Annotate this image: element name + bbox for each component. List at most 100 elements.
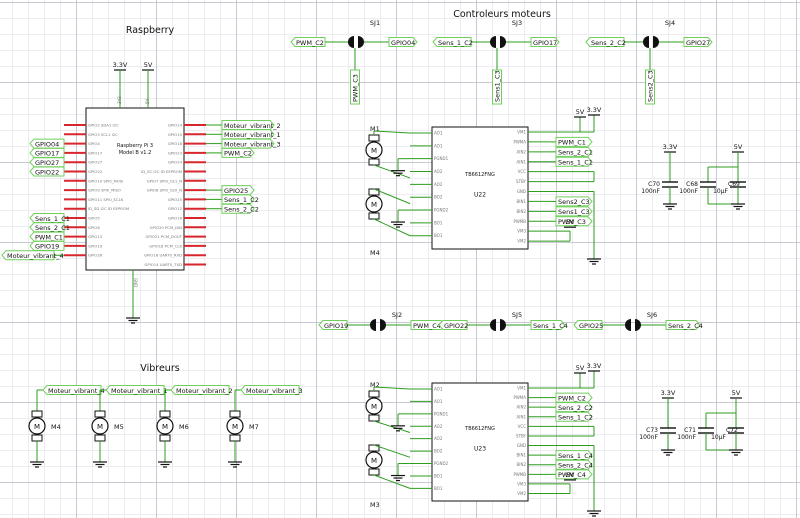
motor-letter: M bbox=[232, 423, 238, 431]
net-label-text: Sens_2_C1 bbox=[35, 224, 70, 232]
motor-symbol: M bbox=[365, 188, 383, 220]
rpi-pin-label: GPIO22 bbox=[88, 169, 103, 174]
motor-ref: M2 bbox=[370, 381, 380, 389]
capacitor bbox=[700, 181, 716, 188]
net-label: GPIO25 bbox=[221, 185, 255, 196]
driver-pin-label: GND bbox=[517, 189, 526, 194]
driver-pin-label: VM2 bbox=[517, 239, 526, 244]
net-label-text: Sens_1_C2 bbox=[438, 39, 473, 47]
net-label: Sens_1_C2 bbox=[432, 37, 473, 47]
net-label-text: Moteur_vibrant_2 bbox=[176, 387, 233, 395]
ground-symbol bbox=[587, 258, 601, 265]
net-label-box bbox=[105, 385, 165, 395]
driver-pin-label: PGND2 bbox=[434, 461, 449, 466]
ground-symbol bbox=[391, 425, 405, 432]
driver-pin-label: AO2 bbox=[434, 424, 443, 429]
motor-letter: M bbox=[371, 147, 377, 155]
net-label: PWM_C4 bbox=[555, 469, 593, 480]
net-label-text: PWM_C2 bbox=[558, 394, 586, 402]
net-label: PWM_C2 bbox=[290, 37, 326, 47]
jumper-ref: SJ1 bbox=[370, 19, 380, 27]
motor-wire bbox=[373, 444, 411, 458]
rpi-pin-label: GPIO15 bbox=[168, 132, 183, 137]
cap-ref: C69 bbox=[728, 181, 740, 188]
net-label: Sens2_C3 bbox=[555, 196, 593, 207]
net-label-box bbox=[573, 320, 603, 330]
net-label-box bbox=[29, 240, 65, 251]
net-label-box bbox=[555, 206, 593, 217]
driver-pin-label: BIN1 bbox=[517, 199, 527, 204]
net-label-text: Sens1_C3 bbox=[493, 70, 501, 102]
jumper-pad bbox=[490, 319, 496, 331]
net-label-box bbox=[221, 185, 255, 196]
net-label-text: Sens_1_C1 bbox=[558, 159, 593, 167]
net-label-box bbox=[555, 156, 593, 167]
cap-ref: C73 bbox=[646, 427, 658, 434]
net-label-box bbox=[221, 120, 275, 130]
net-label: Sens_2_C2 bbox=[221, 203, 259, 214]
net-label-box bbox=[29, 166, 65, 177]
net-label: GPIO27 bbox=[29, 157, 65, 168]
rpi-pin-label: GPIO23 bbox=[168, 150, 183, 155]
motor-terminal bbox=[368, 390, 380, 398]
motor-symbol: M bbox=[365, 390, 383, 422]
ground-symbol bbox=[391, 170, 405, 177]
motor-body bbox=[28, 417, 46, 435]
power-rail-label: 5V bbox=[566, 218, 575, 226]
motor-wire bbox=[373, 420, 411, 433]
net-label-text: Sens_2_C1 bbox=[558, 149, 593, 157]
net-label-box bbox=[530, 320, 566, 330]
driver-body bbox=[431, 126, 529, 250]
net-label-text: GPIO22 bbox=[444, 322, 468, 330]
rpi-pin-label: GPIO9 SPI0_MISO bbox=[88, 188, 121, 193]
motor-symbol: M bbox=[91, 410, 109, 442]
jumper-pad bbox=[500, 319, 506, 331]
driver-ref: U22 bbox=[474, 192, 486, 199]
ground-symbol bbox=[126, 317, 140, 324]
driver-pin-label: STBY bbox=[516, 179, 527, 184]
net-label-box bbox=[221, 138, 275, 149]
net-label-text: Sens_1_C2 bbox=[558, 414, 593, 422]
jumper-pad bbox=[490, 36, 496, 48]
net-label-text: Moteur_vibrant_4 bbox=[48, 387, 105, 395]
solder-jumper bbox=[348, 36, 364, 48]
driver-pin-label: AIN1 bbox=[517, 159, 527, 164]
cap-value: 10µF bbox=[713, 188, 728, 195]
net-label-box bbox=[683, 37, 713, 47]
net-label-box bbox=[438, 320, 468, 330]
rpi-pin-5v: 5V bbox=[145, 98, 150, 104]
net-label: Moteur_vibrant_3 bbox=[240, 385, 303, 395]
rpi-pin-label: GPIO13 bbox=[88, 234, 103, 239]
net-label-text: Sens2_C3 bbox=[646, 70, 654, 102]
motor-terminal bbox=[94, 410, 106, 418]
jumper-pad bbox=[348, 36, 354, 48]
power-rail-label: 5V bbox=[734, 143, 743, 151]
power-rail-label: 3.3V bbox=[661, 389, 676, 397]
net-label-text: Moteur_vibrant_3 bbox=[246, 387, 303, 395]
motor-terminal bbox=[31, 434, 43, 442]
rpi-pin-label: GPIO16 UART0_RXD bbox=[144, 253, 182, 258]
net-label: PWM_C1 bbox=[29, 231, 65, 242]
driver-pin-label: AIN2 bbox=[517, 405, 527, 410]
driver-pin-label: AO1 bbox=[434, 131, 443, 136]
net-label-box bbox=[350, 69, 360, 105]
rpi-pin-label: GPIO8 SPI0_CE0_N bbox=[147, 188, 182, 193]
driver-pin-label: AIN2 bbox=[517, 149, 527, 154]
net-label: GPIO19 bbox=[318, 320, 348, 330]
driver-part: TB6612FNG bbox=[464, 426, 495, 432]
driver-pin-label: VM2 bbox=[517, 491, 526, 496]
driver-pin-label: GND bbox=[517, 443, 526, 448]
cap-value: 100nF bbox=[677, 434, 696, 441]
rpi-pin-label: GPIO27 bbox=[88, 160, 103, 165]
capacitor bbox=[662, 181, 678, 188]
motor-ref: M1 bbox=[370, 125, 380, 133]
motor-wire bbox=[373, 164, 411, 179]
net-label: Moteur_vibrant_3 bbox=[221, 138, 281, 149]
driver-pin-label: PWMA bbox=[513, 139, 526, 144]
net-label-text: PWM_C1 bbox=[558, 139, 586, 147]
net-label-text: GPIO19 bbox=[324, 322, 348, 330]
net-label-box bbox=[29, 157, 65, 168]
motor-letter: M bbox=[97, 423, 103, 431]
net-label-text: Sens_1_C4 bbox=[533, 322, 568, 330]
jumper-ref: SJ2 bbox=[392, 311, 402, 319]
